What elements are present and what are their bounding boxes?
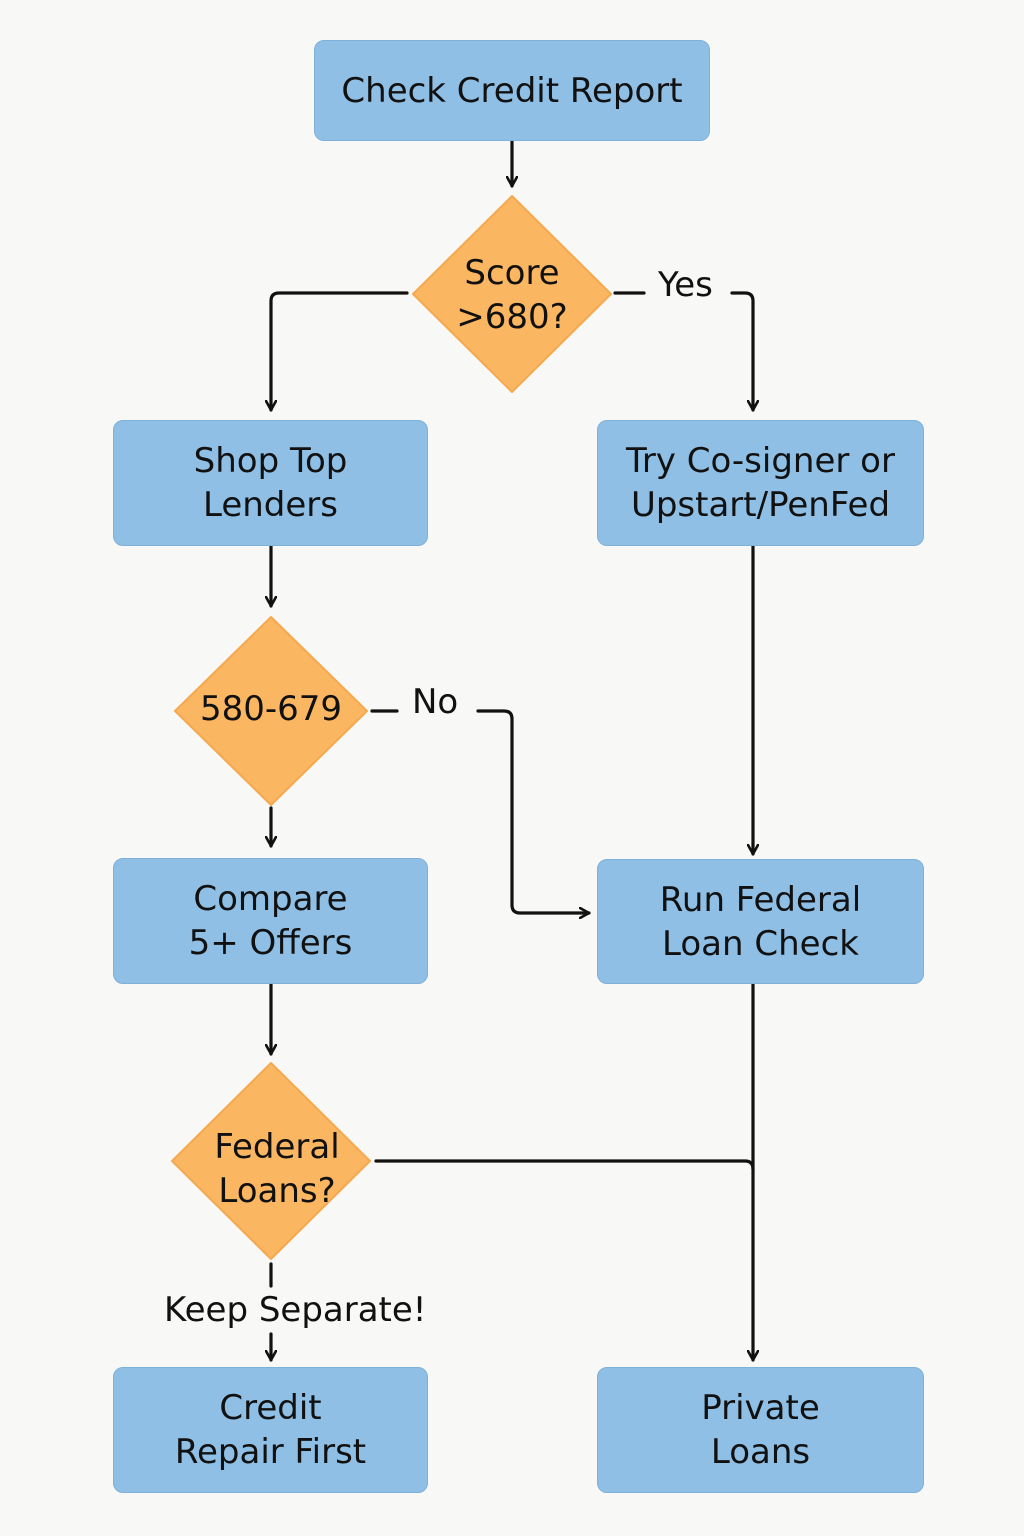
private-loans-node[interactable]: Private Loans <box>597 1367 924 1493</box>
shop-top-lenders-label-line1: Shop Top <box>193 441 348 481</box>
score-decision-label: Score >680? <box>442 250 582 340</box>
co-signer-label-line1: Try Co-signer or <box>626 441 895 481</box>
yes-edge-label: Yes <box>652 265 719 305</box>
edge-score-to-shop <box>271 291 409 412</box>
score-decision-label-line1: Score <box>464 253 560 293</box>
credit-repair-first-label-line2: Repair First <box>174 1432 367 1472</box>
federal-decision-label: Federal Loans? <box>202 1124 352 1214</box>
check-credit-report-label: Check Credit Report <box>341 70 683 111</box>
shop-top-lenders-node[interactable]: Shop Top Lenders <box>113 420 428 546</box>
score-decision-label-line2: >680? <box>456 297 568 337</box>
co-signer-label-line2: Upstart/PenFed <box>630 485 891 525</box>
run-federal-loan-check-label-line1: Run Federal <box>659 879 862 920</box>
federal-decision-diamond[interactable] <box>171 1062 371 1260</box>
run-federal-loan-check-node[interactable]: Run Federal Loan Check <box>597 859 924 984</box>
range-decision-diamond[interactable] <box>174 616 368 806</box>
edge-range-to-federal-b <box>476 709 591 913</box>
score-decision-diamond[interactable] <box>412 195 612 393</box>
range-decision-label-line1: 580-679 <box>199 689 343 729</box>
credit-repair-first-label-line1: Credit <box>219 1388 322 1428</box>
edge-federal-decision-to-private <box>374 1159 755 1171</box>
keep-separate-edge-label: Keep Separate! <box>158 1290 433 1330</box>
credit-repair-first-node[interactable]: Credit Repair First <box>113 1367 428 1493</box>
private-loans-label-line1: Private <box>701 1388 820 1428</box>
range-decision-label: 580-679 <box>191 684 351 734</box>
private-loans-label-line2: Loans <box>710 1432 811 1472</box>
federal-decision-label-line1: Federal <box>214 1127 340 1167</box>
federal-decision-label-line2: Loans? <box>218 1171 336 1211</box>
check-credit-report-node[interactable]: Check Credit Report <box>314 40 710 141</box>
compare-offers-label-line1: Compare <box>193 879 348 919</box>
run-federal-loan-check-label-line2: Loan Check <box>662 923 859 964</box>
co-signer-node[interactable]: Try Co-signer or Upstart/PenFed <box>597 420 924 546</box>
shop-top-lenders-label-line2: Lenders <box>202 485 338 525</box>
compare-offers-node[interactable]: Compare 5+ Offers <box>113 858 428 984</box>
compare-offers-label-line2: 5+ Offers <box>188 923 353 963</box>
no-edge-label: No <box>406 682 465 722</box>
edge-score-to-cosigner-b <box>730 291 753 412</box>
